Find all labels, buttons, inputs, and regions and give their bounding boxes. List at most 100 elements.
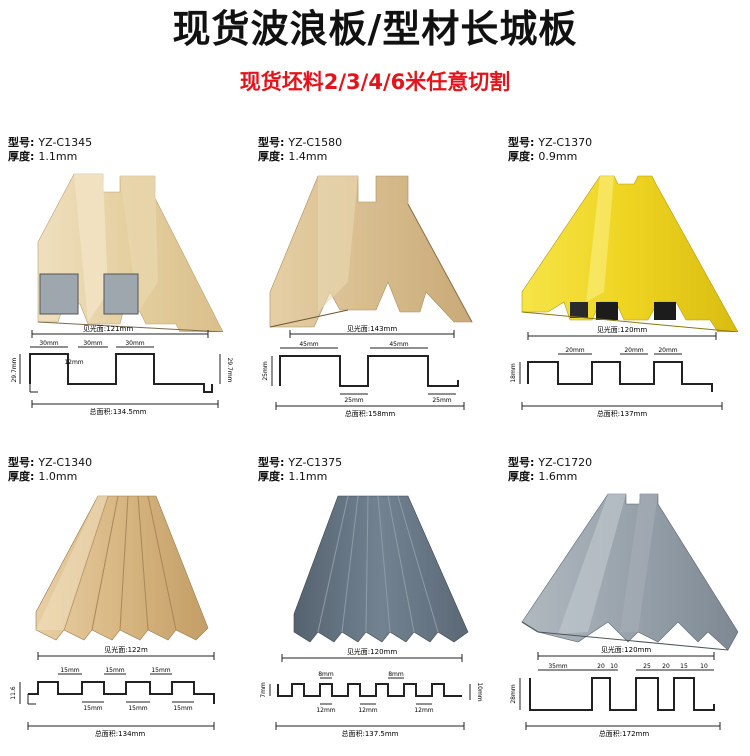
product-card-c1375[interactable]: 型号:YZ-C1375 厚度:1.1mm 见光面:120m [258,456,488,756]
product-image [521,493,738,651]
thickness-label: 厚度:1.4mm [258,150,328,163]
model-label: 型号:YZ-C1340 [8,456,93,469]
visible-width: 120mm [620,326,647,334]
page-subtitle: 现货坯料2/3/4/6米任意切割 [239,70,511,94]
svg-text:15mm: 15mm [60,667,79,674]
thickness-value: 1.1mm [38,150,78,163]
svg-text:总面积:134.5mm: 总面积:134.5mm [89,407,146,416]
model-label: 型号:YZ-C1720 [508,456,593,469]
svg-text:10: 10 [610,663,618,670]
product-image [293,495,469,643]
visible-width: 122m [128,646,148,654]
visible-width: 121mm [106,325,133,333]
svg-text:12mm: 12mm [358,707,377,714]
model-label: 型号:YZ-C1580 [258,136,343,149]
svg-text:25mm: 25mm [262,361,269,380]
svg-text:20mm: 20mm [624,347,643,354]
svg-text:30mm: 30mm [125,340,144,347]
product-image [521,175,738,332]
visible-width: 143mm [370,325,397,333]
svg-text:见光面:143mm: 见光面:143mm [347,324,398,333]
thickness-label: 厚度:1.1mm [258,470,328,483]
svg-text:29.7mm: 29.7mm [226,357,233,382]
visible-width: 120mm [370,648,397,656]
model-number: YZ-C1580 [288,136,343,149]
svg-text:15mm: 15mm [128,705,147,712]
thickness-value: 1.4mm [288,150,328,163]
thickness-value: 1.0mm [38,470,78,483]
svg-text:25mm: 25mm [344,397,363,404]
page-title: 现货波浪板/型材长城板 [172,7,578,51]
svg-text:20mm: 20mm [565,347,584,354]
svg-text:11.6: 11.6 [10,686,17,700]
total-width: 158mm [368,410,395,418]
total-width: 137.5mm [365,730,399,738]
svg-text:10: 10 [700,663,708,670]
model-number: YZ-C1370 [538,136,593,149]
total-width: 137mm [620,410,647,418]
svg-text:总面积:158mm: 总面积:158mm [345,409,396,418]
product-image [269,175,473,328]
svg-text:18mm: 18mm [510,363,517,382]
svg-text:45mm: 45mm [389,341,408,348]
svg-text:30mm: 30mm [39,340,58,347]
svg-text:7mm: 7mm [260,682,267,698]
svg-text:20mm: 20mm [658,347,677,354]
profile-diagram: 见光面:120mm 总面积:172mm 35mm 20 10 25 20 15 … [510,645,721,738]
svg-text:见光面:120mm: 见光面:120mm [597,325,648,334]
thickness-label: 厚度:0.9mm [508,150,578,163]
svg-text:35mm: 35mm [548,663,567,670]
svg-text:15mm: 15mm [105,667,124,674]
total-width: 134.5mm [113,408,147,416]
svg-text:总面积:137.5mm: 总面积:137.5mm [341,729,398,738]
model-number: YZ-C1720 [538,456,593,469]
product-image [37,173,224,332]
profile-diagram: 见光面:121mm 总面积:134.5mm 30mm 30mm 30mm 12m… [11,324,233,416]
product-card-c1580[interactable]: 型号:YZ-C1580 厚度:1.4mm 见光面:143mm 总面积:158mm… [258,136,488,436]
svg-text:总面积:172mm: 总面积:172mm [599,729,650,738]
svg-text:45mm: 45mm [299,341,318,348]
svg-text:29.7mm: 29.7mm [11,357,18,382]
profile-diagram: 见光面:120mm 总面积:137.5mm 8mm 8mm 12mm 12mm … [260,647,483,738]
svg-text:见光面:121mm: 见光面:121mm [83,324,134,333]
svg-text:12mm: 12mm [316,707,335,714]
svg-text:25: 25 [643,663,651,670]
thickness-value: 1.6mm [538,470,578,483]
product-image [35,495,209,641]
svg-text:见光面:120mm: 见光面:120mm [601,645,652,654]
svg-text:15mm: 15mm [173,705,192,712]
product-card-c1340[interactable]: 型号:YZ-C1340 厚度:1.0mm 见光面 [8,456,238,756]
thickness-label: 厚度:1.0mm [8,470,78,483]
svg-text:20: 20 [662,663,670,670]
svg-text:见光面:120mm: 见光面:120mm [347,647,398,656]
product-card-c1370[interactable]: 型号:YZ-C1370 厚度:0.9mm 见光面:120mm 总面积:137mm… [508,136,738,436]
total-width: 134mm [118,730,145,738]
thickness-value: 0.9mm [538,150,578,163]
model-number: YZ-C1345 [38,136,93,149]
model-label: 型号:YZ-C1370 [508,136,593,149]
model-label: 型号:YZ-C1345 [8,136,93,149]
svg-text:15: 15 [680,663,688,670]
thickness-value: 1.1mm [288,470,328,483]
svg-text:28mm: 28mm [510,684,517,703]
svg-text:12mm: 12mm [414,707,433,714]
svg-text:见光面:122m: 见光面:122m [104,645,148,654]
svg-text:10mm: 10mm [476,682,483,701]
svg-text:15mm: 15mm [151,667,170,674]
svg-text:30mm: 30mm [83,340,102,347]
model-number: YZ-C1375 [288,456,343,469]
visible-width: 120mm [624,646,651,654]
svg-text:20: 20 [597,663,605,670]
svg-text:总面积:134mm: 总面积:134mm [95,729,146,738]
svg-text:12mm: 12mm [64,359,83,366]
product-card-c1720[interactable]: 型号:YZ-C1720 厚度:1.6mm 见光面:120mm 总面积:172mm… [508,456,738,756]
thickness-label: 厚度:1.1mm [8,150,78,163]
thickness-label: 厚度:1.6mm [508,470,578,483]
svg-text:8mm: 8mm [318,671,334,678]
total-width: 172mm [622,730,649,738]
model-label: 型号:YZ-C1375 [258,456,343,469]
profile-diagram: 见光面:120mm 总面积:137mm 20mm 20mm 20mm 18mm [510,325,723,418]
profile-diagram: 见光面:122m 总面积:134mm 15mm 15mm 15mm 15mm 1… [10,645,215,738]
product-card-c1345[interactable]: 型号:YZ-C1345 厚度:1.1mm 见光面:121mm 总面积:134.5… [8,136,238,436]
svg-text:15mm: 15mm [83,705,102,712]
